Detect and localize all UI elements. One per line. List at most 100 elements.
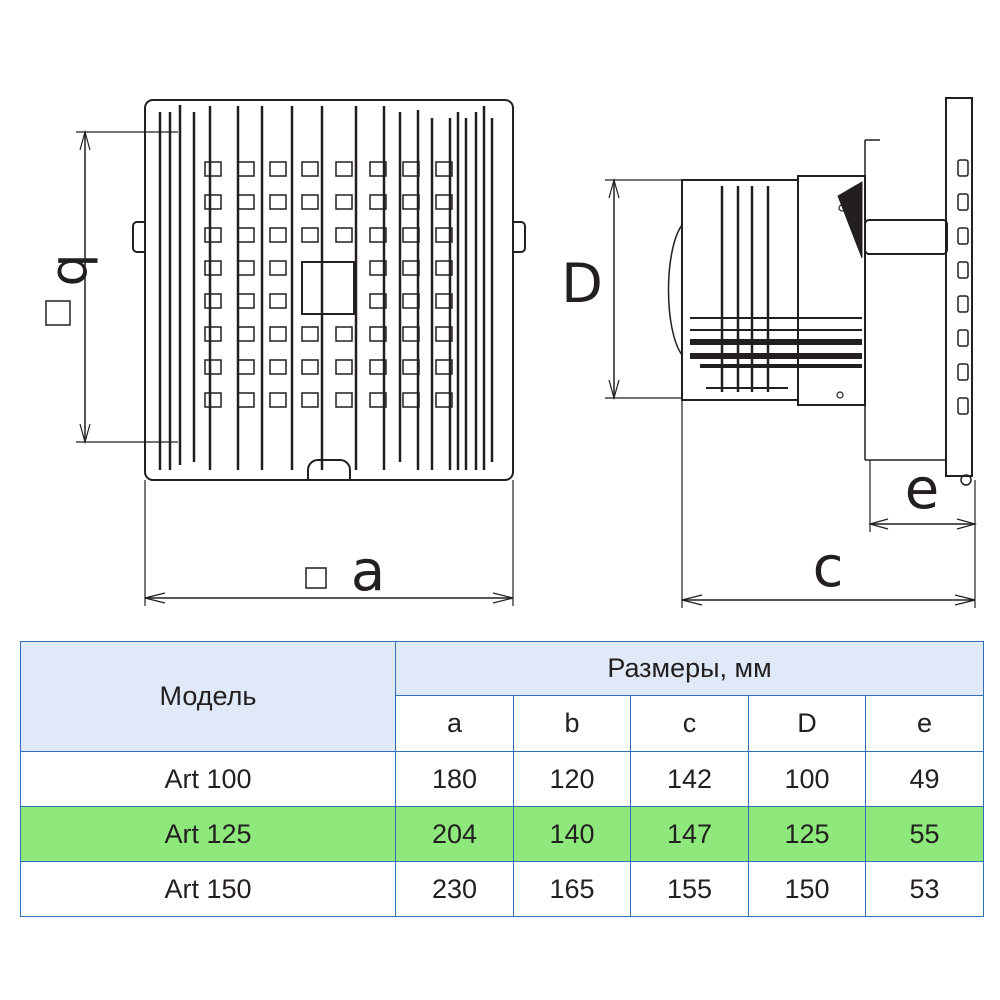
value-cell: 150 — [748, 861, 866, 917]
grille-opening — [369, 293, 387, 309]
table-row-highlighted: Art 125 204 140 147 125 55 — [20, 806, 985, 862]
grille-opening — [237, 359, 255, 375]
dim-label-D: D — [561, 252, 603, 315]
grille-opening — [369, 227, 387, 243]
front-grille-outline — [144, 99, 514, 481]
grille-opening — [335, 227, 353, 243]
plate-slot — [957, 159, 969, 177]
table-row: Art 150 230 165 155 150 53 — [20, 861, 985, 917]
grille-opening — [369, 194, 387, 210]
grille-opening — [435, 194, 453, 210]
grille-opening — [237, 326, 255, 342]
grille-opening — [301, 194, 319, 210]
grille-opening — [204, 227, 222, 243]
grille-opening — [335, 359, 353, 375]
grille-opening — [237, 392, 255, 408]
header-dimensions: Размеры, мм — [394, 641, 985, 696]
motor-housing — [681, 175, 866, 406]
grille-opening — [301, 359, 319, 375]
plate-slot — [957, 261, 969, 279]
grille-opening — [269, 359, 287, 375]
shaft — [864, 219, 948, 255]
value-cell: 140 — [513, 806, 631, 862]
dim-label-b: b — [45, 253, 105, 286]
grille-opening — [369, 260, 387, 276]
grille-opening — [435, 227, 453, 243]
grille-opening — [335, 161, 353, 177]
grille-opening — [335, 392, 353, 408]
column-header-e: e — [864, 695, 985, 752]
grille-opening — [301, 326, 319, 342]
grille-opening — [369, 392, 387, 408]
grille-opening — [237, 227, 255, 243]
grille-opening — [435, 326, 453, 342]
grille-opening — [237, 260, 255, 276]
grille-opening — [269, 161, 287, 177]
column-header-b: b — [513, 695, 631, 752]
dim-label-e: e — [905, 457, 939, 522]
column-header-c: c — [630, 695, 749, 752]
grille-opening — [237, 194, 255, 210]
grille-opening — [402, 260, 420, 276]
value-cell: 55 — [864, 806, 985, 862]
grille-opening — [237, 161, 255, 177]
value-cell: 204 — [395, 806, 514, 862]
value-cell: 100 — [748, 751, 866, 807]
grille-opening — [269, 227, 287, 243]
model-cell: Art 100 — [20, 751, 396, 807]
grille-opening — [237, 293, 255, 309]
front-plate — [945, 97, 973, 477]
value-cell: 142 — [630, 751, 749, 807]
grille-opening — [402, 227, 420, 243]
grille-opening — [301, 161, 319, 177]
dim-label-a: a — [351, 539, 385, 604]
grille-opening — [204, 326, 222, 342]
grille-opening — [435, 359, 453, 375]
grille-opening — [269, 293, 287, 309]
grille-opening — [269, 392, 287, 408]
grille-opening — [269, 260, 287, 276]
value-cell: 230 — [395, 861, 514, 917]
value-cell: 120 — [513, 751, 631, 807]
grille-opening — [402, 194, 420, 210]
grille-opening — [402, 392, 420, 408]
plate-slot — [957, 363, 969, 381]
grille-opening — [335, 194, 353, 210]
grille-opening — [204, 161, 222, 177]
plate-slot — [957, 193, 969, 211]
table-row: Art 100 180 120 142 100 49 — [20, 751, 985, 807]
grille-opening — [269, 326, 287, 342]
grille-opening — [301, 227, 319, 243]
technical-drawing: b a D c — [45, 97, 978, 608]
grille-opening — [435, 293, 453, 309]
square-symbol-a — [305, 567, 327, 589]
grille-opening — [435, 260, 453, 276]
grille-opening — [369, 326, 387, 342]
grille-opening — [369, 359, 387, 375]
grille-opening — [204, 260, 222, 276]
column-header-a: a — [395, 695, 514, 752]
grille-opening — [204, 194, 222, 210]
value-cell: 53 — [864, 861, 985, 917]
grille-opening — [402, 326, 420, 342]
side-view — [605, 97, 978, 608]
plate-slot — [957, 227, 969, 245]
column-header-D: D — [748, 695, 866, 752]
header-model: Модель — [20, 641, 396, 752]
value-cell: 125 — [748, 806, 866, 862]
center-square — [301, 261, 355, 315]
grille-opening — [204, 392, 222, 408]
grille-opening — [369, 161, 387, 177]
value-cell: 147 — [630, 806, 749, 862]
dimensions-table: Модель Размеры, мм a b c D e Art 100 180… — [20, 641, 985, 917]
dim-label-c: c — [813, 535, 844, 600]
grille-opening — [301, 392, 319, 408]
grille-opening — [204, 293, 222, 309]
grille-opening — [402, 359, 420, 375]
grille-opening — [435, 392, 453, 408]
grille-opening — [402, 161, 420, 177]
square-symbol-b — [45, 300, 71, 326]
grille-opening — [402, 293, 420, 309]
plate-slot — [957, 329, 969, 347]
grille-opening — [269, 194, 287, 210]
